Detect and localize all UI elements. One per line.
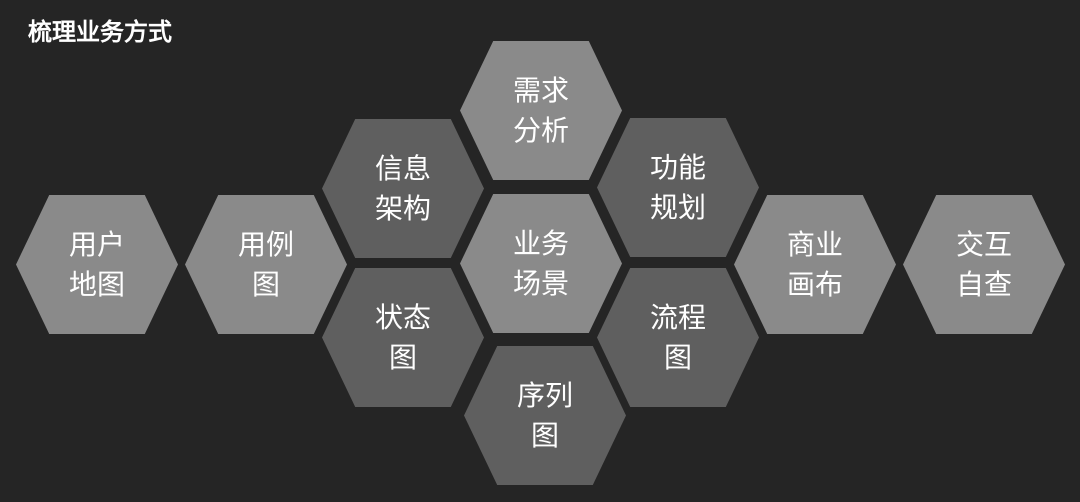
hex-user-map[interactable]: 用户 地图: [16, 195, 178, 334]
hex-label: 用例 图: [237, 227, 294, 301]
hex-label: 功能 规划: [649, 150, 706, 224]
hex-interaction-self-check[interactable]: 交互 自查: [903, 195, 1065, 334]
hex-state-diagram[interactable]: 状态 图: [322, 268, 484, 407]
hex-label: 商业 画布: [786, 227, 843, 301]
hex-flowchart[interactable]: 流程 图: [597, 268, 759, 407]
hex-requirement-analysis[interactable]: 需求 分析: [460, 41, 622, 180]
hex-label: 信息 架构: [374, 151, 431, 225]
hex-label: 用户 地图: [68, 227, 125, 301]
hex-information-architecture[interactable]: 信息 架构: [322, 119, 484, 258]
page-title: 梳理业务方式: [28, 18, 172, 46]
hex-label: 业务 场景: [512, 226, 569, 300]
hex-feature-planning[interactable]: 功能 规划: [597, 118, 759, 257]
hex-label: 序列 图: [516, 378, 573, 452]
hex-business-scenario[interactable]: 业务 场景: [460, 194, 622, 333]
hex-label: 状态 图: [374, 300, 431, 374]
hex-use-case-diagram[interactable]: 用例 图: [185, 195, 347, 334]
hex-label: 需求 分析: [512, 73, 569, 147]
hex-label: 交互 自查: [955, 227, 1012, 301]
hex-label: 流程 图: [649, 300, 706, 374]
hex-business-canvas[interactable]: 商业 画布: [734, 195, 896, 334]
hex-sequence-diagram[interactable]: 序列 图: [464, 346, 626, 485]
